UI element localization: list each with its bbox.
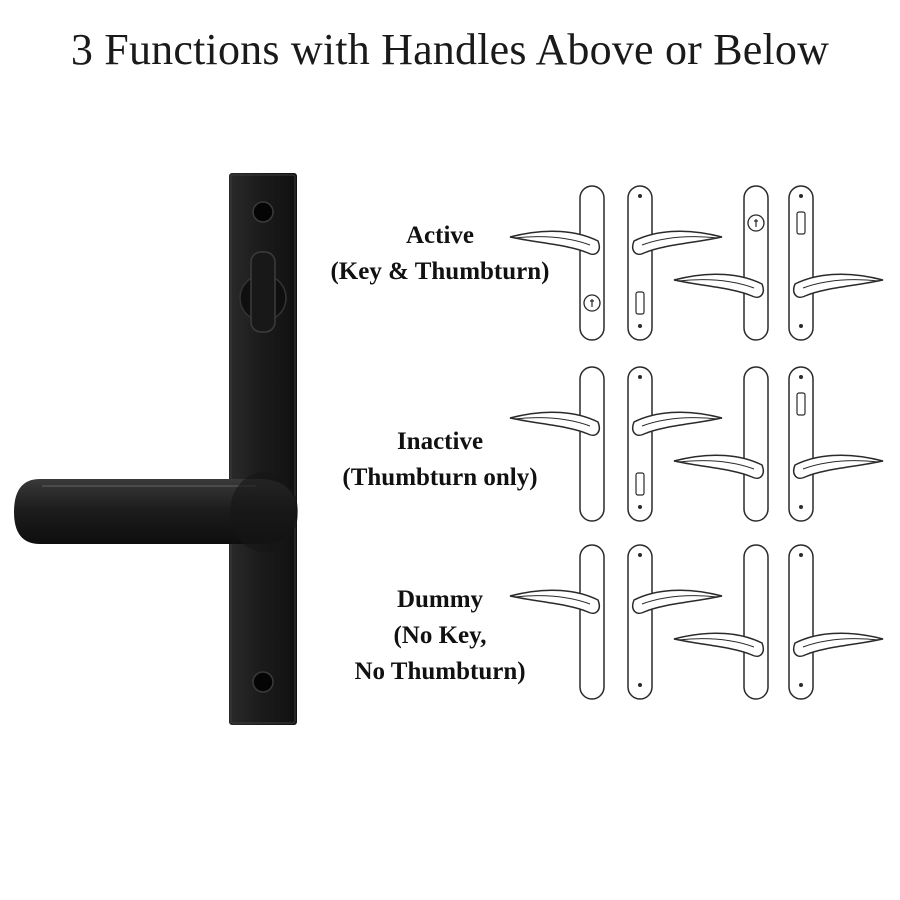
- inactive-label-desc: (Thumbturn only): [342, 464, 538, 491]
- function-diagrams: [509, 185, 884, 700]
- thumbturn[interactable]: [239, 251, 287, 333]
- active-label-desc: (Key & Thumbturn): [330, 258, 550, 285]
- dummy-diagram-2: [627, 544, 723, 700]
- dummy-label-title: Dummy: [396, 586, 484, 613]
- inactive-diagram-1: [509, 366, 605, 522]
- inactive-diagram-4: [788, 366, 884, 522]
- dummy-label-desc-1: (No Key,: [393, 622, 487, 649]
- dummy-label: Dummy (No Key, No Thumbturn): [310, 582, 570, 690]
- active-label: Active (Key & Thumbturn): [310, 218, 570, 290]
- inactive-label: Inactive (Thumbturn only): [310, 424, 570, 496]
- dummy-diagram-4: [788, 544, 884, 700]
- inactive-diagram-2: [627, 366, 723, 522]
- page-title: 3 Functions with Handles Above or Below: [70, 25, 830, 74]
- active-diagram-4: [788, 185, 884, 341]
- dummy-label-desc-2: No Thumbturn): [354, 658, 526, 685]
- inactive-label-title: Inactive: [396, 428, 484, 455]
- dummy-diagram-3: [673, 544, 769, 700]
- bottom-screw-hole: [252, 671, 274, 693]
- active-diagram-2: [627, 185, 723, 341]
- active-diagram-3: [673, 185, 769, 341]
- active-diagram-1: [509, 185, 605, 341]
- inactive-diagram-3: [673, 366, 769, 522]
- lever-handle[interactable]: [14, 472, 298, 552]
- handle-photo: [14, 173, 298, 725]
- dummy-diagram-1: [509, 544, 605, 700]
- top-screw-hole: [252, 201, 274, 223]
- active-label-title: Active: [405, 222, 475, 249]
